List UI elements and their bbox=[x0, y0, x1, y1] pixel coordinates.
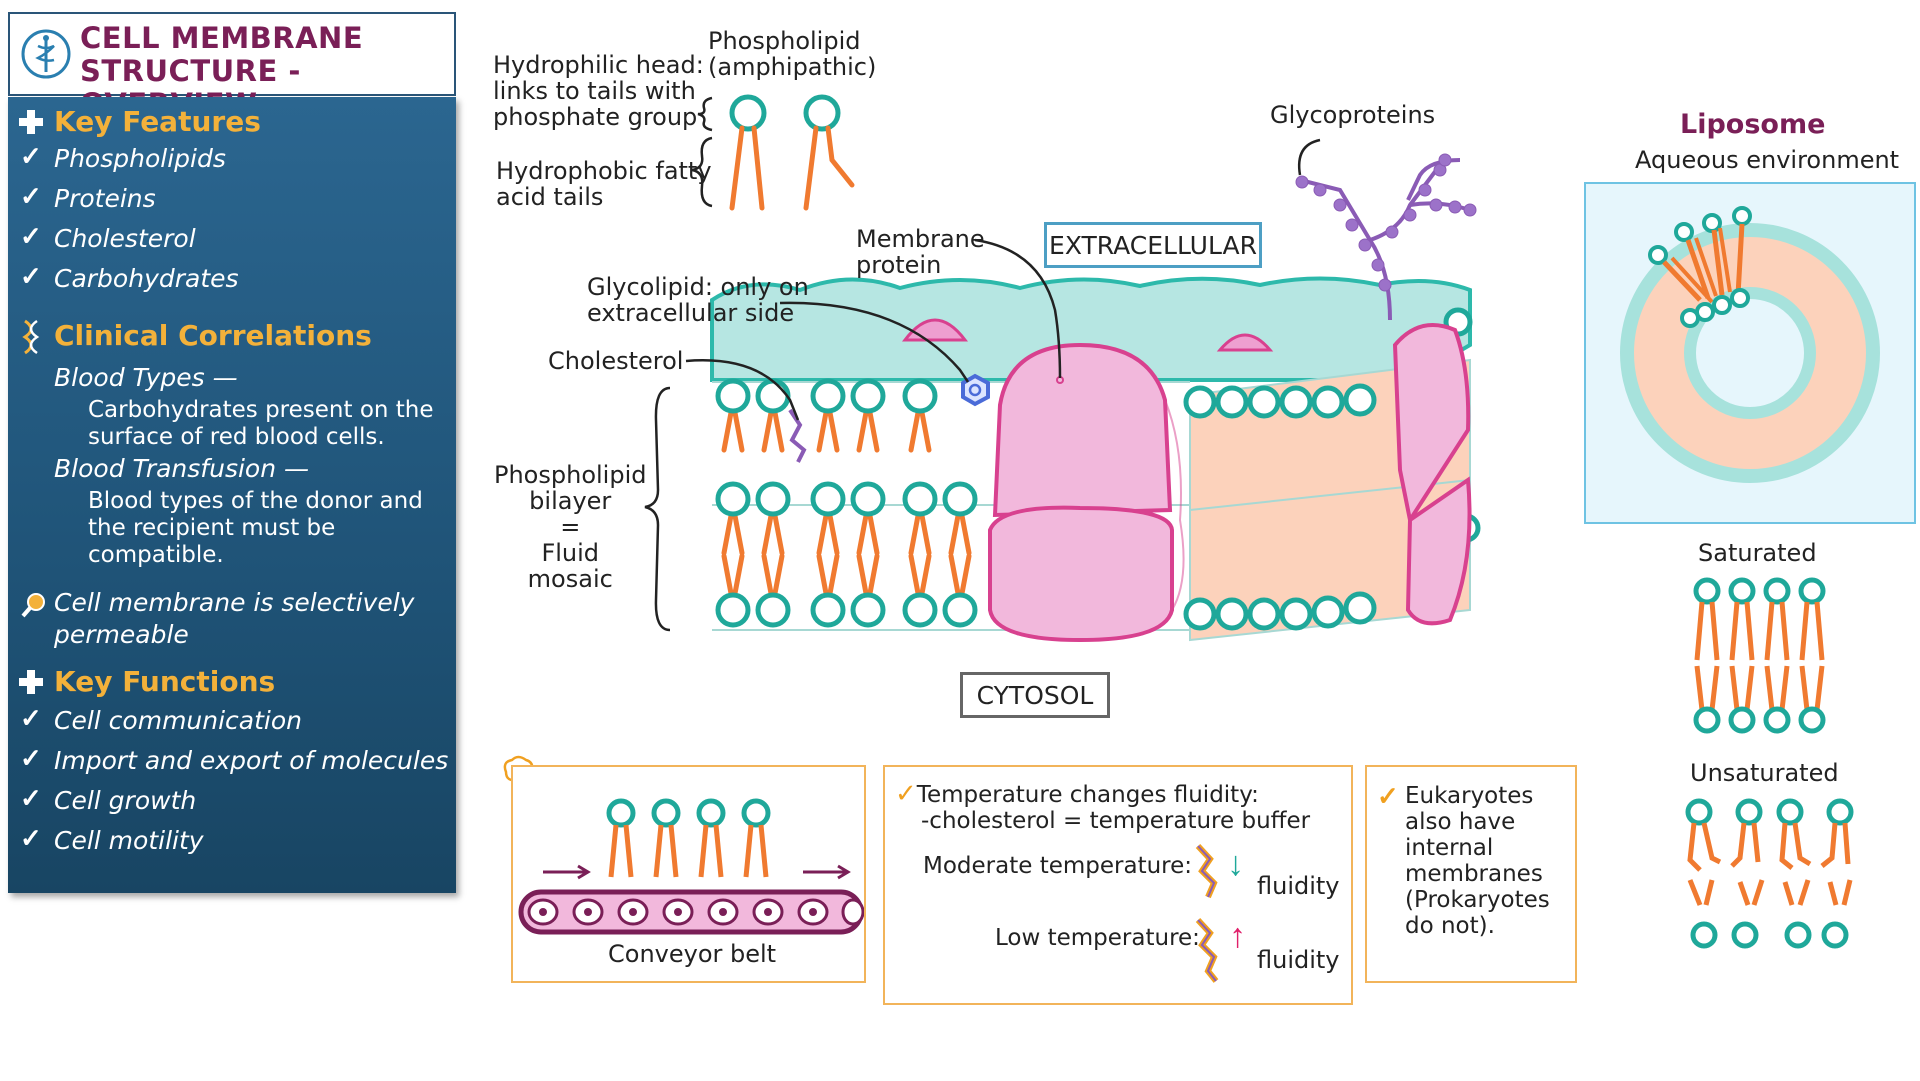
liposome-subtitle: Aqueous environment bbox=[1635, 146, 1900, 174]
selectively-permeable-text: Cell membrane is selectively permeable bbox=[54, 588, 415, 649]
membrane-protein-label: Membrane protein bbox=[856, 225, 985, 279]
cholesterol-molecule-icon bbox=[1195, 843, 1218, 899]
check-icon: ✓ bbox=[20, 221, 42, 251]
glycoprotein-chain bbox=[1295, 153, 1477, 321]
feature-item: Proteins bbox=[54, 184, 156, 213]
clinical-correlations-heading: Clinical Correlations bbox=[54, 319, 372, 352]
glycoproteins-label: Glycoproteins bbox=[1270, 101, 1436, 129]
function-item: Cell growth bbox=[54, 786, 197, 815]
blood-types-text: Carbohydrates present on the surface of … bbox=[88, 397, 434, 450]
caduceus-icon bbox=[21, 29, 71, 79]
function-item: Import and export of molecules bbox=[54, 746, 449, 775]
check-icon: ✓ bbox=[20, 823, 42, 853]
arrow-up-icon: ↑ bbox=[1229, 917, 1246, 955]
moderate-temperature-label: Moderate temperature: bbox=[923, 853, 1193, 879]
saturated-label: Saturated bbox=[1698, 539, 1817, 567]
back-row-heads bbox=[1183, 307, 1481, 631]
key-functions-heading: Key Functions bbox=[54, 665, 276, 698]
check-icon: ✓ bbox=[1377, 781, 1399, 811]
function-item: Cell motility bbox=[54, 826, 204, 855]
saturated-lipids bbox=[1693, 577, 1826, 734]
arrow-down-icon: ↓ bbox=[1227, 845, 1244, 883]
eukaryotes-box: ✓ Eukaryotes also have internal membrane… bbox=[1365, 765, 1577, 983]
cholesterol-molecule-icon bbox=[1195, 917, 1219, 983]
check-icon: ✓ bbox=[20, 141, 42, 171]
unsaturated-lipids bbox=[1685, 798, 1854, 949]
blood-types-title: Blood Types — bbox=[54, 363, 238, 392]
blood-transfusion-text: Blood types of the donor and the recipie… bbox=[88, 488, 423, 568]
hydrophilic-head-label: Hydrophilic head: links to tails with ph… bbox=[493, 51, 704, 131]
fluidity-decrease-label: fluidity bbox=[1257, 872, 1340, 900]
phospholipid-example bbox=[729, 94, 855, 211]
fluidity-increase-label: fluidity bbox=[1257, 946, 1340, 974]
right-protein bbox=[1392, 323, 1472, 626]
low-temperature-label: Low temperature: bbox=[995, 925, 1200, 951]
eukaryotes-text: Eukaryotes also have internal membranes … bbox=[1405, 783, 1550, 939]
membrane-protein bbox=[988, 342, 1185, 643]
cytosol-label: CYTOSOL bbox=[960, 672, 1110, 718]
plus-icon bbox=[19, 110, 43, 134]
conveyor-illustration bbox=[518, 798, 864, 935]
liposome-lipids bbox=[1648, 206, 1752, 328]
bilayer-bottom-leaflet bbox=[718, 556, 975, 625]
bilayer-top-leaflet bbox=[718, 381, 975, 553]
title-box: CELL MEMBRANE STRUCTURE - OVERVIEW bbox=[8, 12, 456, 121]
function-item: Cell communication bbox=[54, 706, 303, 735]
feature-item: Phospholipids bbox=[54, 144, 226, 173]
extracellular-label: EXTRACELLULAR bbox=[1044, 222, 1262, 268]
magnifier-icon bbox=[21, 593, 45, 618]
hydrophobic-tails-label: Hydrophobic fatty acid tails bbox=[496, 157, 712, 211]
check-icon: ✓ bbox=[20, 703, 42, 733]
dna-icon bbox=[22, 319, 40, 355]
conveyor-belt-box: Conveyor belt bbox=[511, 765, 866, 983]
check-icon: ✓ bbox=[20, 783, 42, 813]
key-features-heading: Key Features bbox=[54, 105, 261, 138]
check-icon: ✓ bbox=[20, 181, 42, 211]
unsaturated-label: Unsaturated bbox=[1690, 759, 1839, 787]
glycolipid-label: Glycolipid: only on extracellular side bbox=[587, 273, 809, 327]
feature-item: Carbohydrates bbox=[54, 264, 239, 293]
check-icon: ✓ bbox=[895, 779, 917, 809]
temperature-text: ✓Temperature changes fluidity: -choleste… bbox=[895, 779, 1311, 834]
conveyor-belt-label: Conveyor belt bbox=[608, 940, 777, 968]
bilayer-label: Phospholipid bilayer = Fluid mosaic bbox=[494, 461, 647, 593]
plus-icon bbox=[19, 670, 43, 694]
sidebar: Key Features ✓ Phospholipids ✓ Proteins … bbox=[8, 97, 456, 893]
page-title: CELL MEMBRANE STRUCTURE - OVERVIEW bbox=[80, 21, 364, 121]
cholesterol-label: Cholesterol bbox=[548, 347, 684, 375]
temperature-box: ✓Temperature changes fluidity: -choleste… bbox=[883, 765, 1353, 1005]
liposome-title: Liposome bbox=[1680, 109, 1826, 140]
feature-item: Cholesterol bbox=[54, 224, 196, 253]
check-icon: ✓ bbox=[20, 261, 42, 291]
blood-transfusion-title: Blood Transfusion — bbox=[54, 454, 310, 483]
check-icon: ✓ bbox=[20, 743, 42, 773]
phospholipid-label: Phospholipid (amphipathic) bbox=[708, 27, 877, 81]
